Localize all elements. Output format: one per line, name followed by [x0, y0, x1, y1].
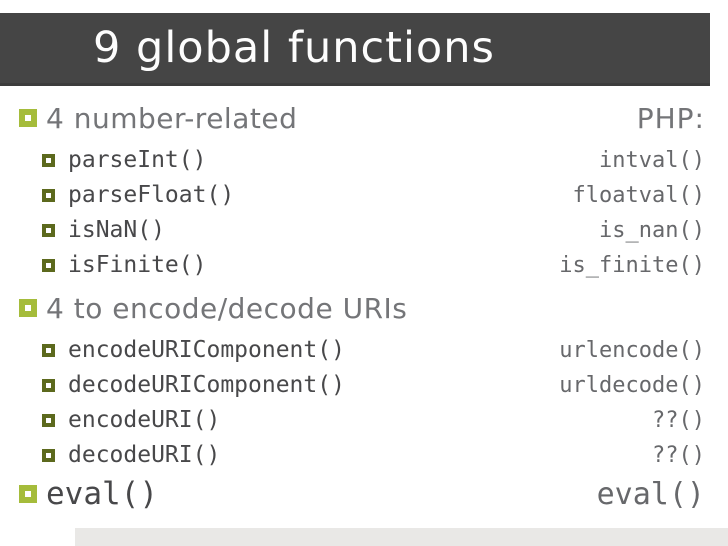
bullet-level1-icon: [19, 299, 37, 317]
php-function: ??(): [652, 407, 705, 433]
php-function: floatval(): [572, 182, 705, 208]
function-row-isfinite: isFinite() is_finite(): [0, 251, 705, 279]
title-bar: 9 global functions: [0, 13, 710, 86]
php-function: is_finite(): [559, 252, 705, 278]
section1-heading: 4 number-related: [46, 101, 298, 135]
section1-heading-row: 4 number-related PHP:: [0, 101, 705, 135]
php-column-label: PHP:: [636, 101, 705, 135]
js-function: isFinite(): [68, 252, 207, 278]
bullet-level1-icon: [19, 485, 37, 503]
bullet-level1-icon: [19, 109, 37, 127]
function-row-decodeuricomponent: decodeURIComponent() urldecode(): [0, 371, 705, 399]
js-function: encodeURIComponent(): [68, 337, 345, 363]
js-function: decodeURI(): [68, 442, 221, 468]
bullet-level2-icon: [42, 343, 55, 357]
eval-row: eval() eval(): [0, 474, 705, 514]
php-function: ??(): [652, 442, 705, 468]
function-row-parseint: parseInt() intval(): [0, 146, 705, 174]
function-row-decodeuri: decodeURI() ??(): [0, 441, 705, 469]
js-function: decodeURIComponent(): [68, 372, 345, 398]
slide-title: 9 global functions: [93, 23, 495, 73]
php-function: intval(): [599, 147, 705, 173]
bullet-level2-icon: [42, 258, 55, 272]
php-function: urlencode(): [559, 337, 705, 363]
php-function-eval: eval(): [596, 476, 705, 512]
js-function: isNaN(): [68, 217, 165, 243]
footer-strip: [75, 528, 728, 546]
js-function-eval: eval(): [46, 476, 158, 512]
function-row-encodeuricomponent: encodeURIComponent() urlencode(): [0, 336, 705, 364]
js-function: parseFloat(): [68, 182, 235, 208]
bullet-level2-icon: [42, 188, 55, 202]
php-function: urldecode(): [559, 372, 705, 398]
php-function: is_nan(): [599, 217, 705, 243]
js-function: encodeURI(): [68, 407, 221, 433]
bullet-level2-icon: [42, 413, 55, 427]
function-row-parsefloat: parseFloat() floatval(): [0, 181, 705, 209]
function-row-encodeuri: encodeURI() ??(): [0, 406, 705, 434]
function-row-isnan: isNaN() is_nan(): [0, 216, 705, 244]
bullet-level2-icon: [42, 448, 55, 462]
bullet-level2-icon: [42, 223, 55, 237]
bullet-level2-icon: [42, 153, 55, 167]
section2-heading: 4 to encode/decode URIs: [46, 291, 408, 325]
bullet-level2-icon: [42, 378, 55, 392]
js-function: parseInt(): [68, 147, 207, 173]
section2-heading-row: 4 to encode/decode URIs: [0, 291, 705, 325]
